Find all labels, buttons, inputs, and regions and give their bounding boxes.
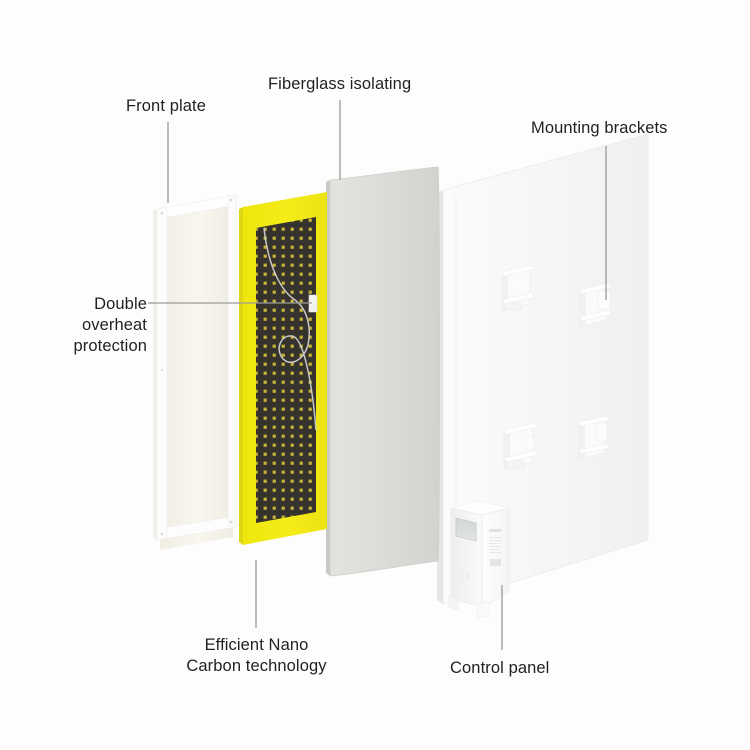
front-plate-screw: [160, 368, 164, 372]
front-plate-edge: [153, 209, 157, 540]
mounting-bracket-upper-left: [501, 264, 535, 312]
nano-carbon-core: [256, 217, 316, 523]
mounting-bracket-upper-right: [579, 282, 612, 328]
callout-label-mounting-brackets: Mounting brackets: [531, 119, 668, 137]
callout-label-fiberglass-isolating: Fiberglass isolating: [268, 75, 412, 93]
control-panel-knob: [459, 570, 469, 582]
control-panel-foot: [448, 595, 459, 611]
control-panel-cable-stub: [476, 601, 490, 619]
front-plate-screw: [160, 532, 164, 536]
control-panel-display: [455, 517, 477, 542]
layer-front-plate: [153, 194, 237, 550]
front-plate-frame-right: [227, 194, 237, 529]
front-plate-screw: [229, 198, 233, 202]
front-plate-frame-left: [156, 206, 168, 541]
front-plate-face: [160, 197, 233, 550]
layer-fiberglass: [326, 166, 440, 577]
callout-label-front-plate: Front plate: [126, 97, 206, 115]
leader-lines: [148, 100, 607, 650]
nano-carbon-core-shade: [256, 217, 316, 523]
callout-label-control-panel: Control panel: [450, 659, 550, 677]
fiberglass-face: [329, 166, 440, 577]
callout-label-efficient-nano-carbon-technology: Efficient Nano Carbon technology: [186, 636, 327, 675]
nano-carbon-edge: [239, 207, 243, 545]
mounting-bracket-lower-right: [578, 415, 610, 460]
control-panel-front-face: [481, 507, 510, 608]
mounting-bracket-lower-left: [503, 422, 538, 470]
front-plate-screw: [160, 211, 164, 215]
callout-label-double-overheat-protection: Double overheat protection: [73, 295, 147, 355]
layer-control-panel: [448, 500, 510, 619]
front-plate-screw: [229, 520, 233, 524]
control-panel-label-sticker: [487, 527, 503, 569]
layer-nano-carbon: [239, 192, 327, 545]
nano-carbon-heating-wire: [263, 227, 317, 431]
